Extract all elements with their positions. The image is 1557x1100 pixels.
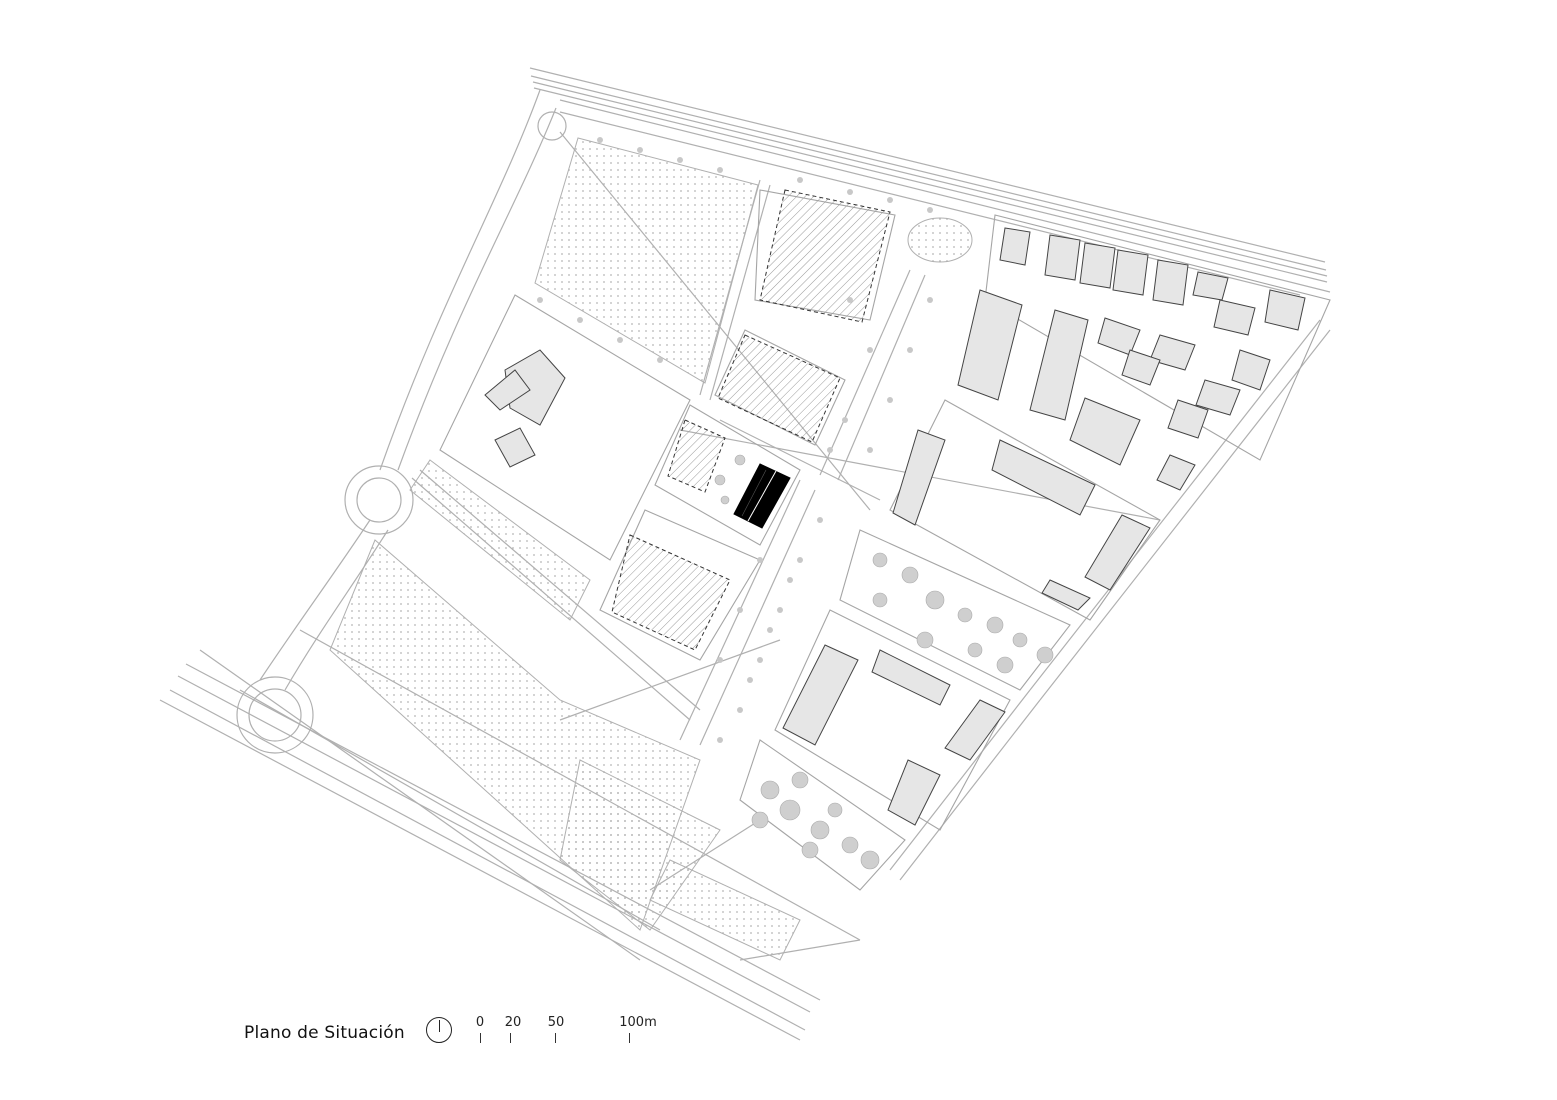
green-areas <box>329 137 973 961</box>
roundabouts <box>236 111 567 754</box>
buildings <box>484 227 1306 826</box>
hatched-plots <box>611 189 891 651</box>
street-trees <box>537 137 933 743</box>
project-site <box>733 463 791 529</box>
trees <box>714 454 1054 870</box>
block-outlines <box>439 189 1331 891</box>
